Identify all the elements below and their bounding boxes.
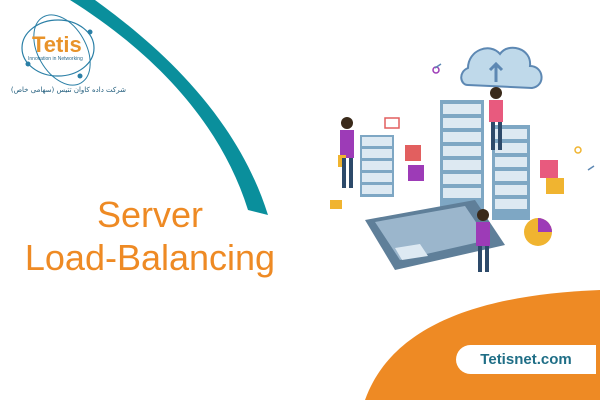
website-link[interactable]: Tetisnet.com (480, 351, 572, 368)
person-pulling-cable-icon (476, 209, 490, 272)
title-line-2: Load-Balancing (24, 237, 276, 278)
cloud-icon (460, 46, 543, 90)
website-badge[interactable]: Tetisnet.com (456, 345, 596, 374)
tetis-logo: Tetis Innovation in Networking (10, 10, 120, 100)
laptop-keyboard-icon (365, 200, 505, 270)
logo-subtitle: Innovation in Networking (28, 56, 83, 62)
server-rack-right-icon (492, 125, 530, 220)
title-line-1: Server (96, 194, 204, 235)
server-rack-large-icon (440, 100, 484, 212)
person-on-server-icon (489, 87, 503, 150)
logo-text: Tetis (32, 32, 82, 57)
person-with-bag-icon (338, 117, 354, 188)
page-title: Server Load-Balancing (0, 193, 300, 279)
server-illustration (330, 46, 595, 272)
company-name: شرکت داده کاوان تتیس (سهامی خاص) (10, 86, 126, 94)
server-rack-small-icon (360, 135, 394, 197)
pie-chart-icon (524, 218, 552, 246)
